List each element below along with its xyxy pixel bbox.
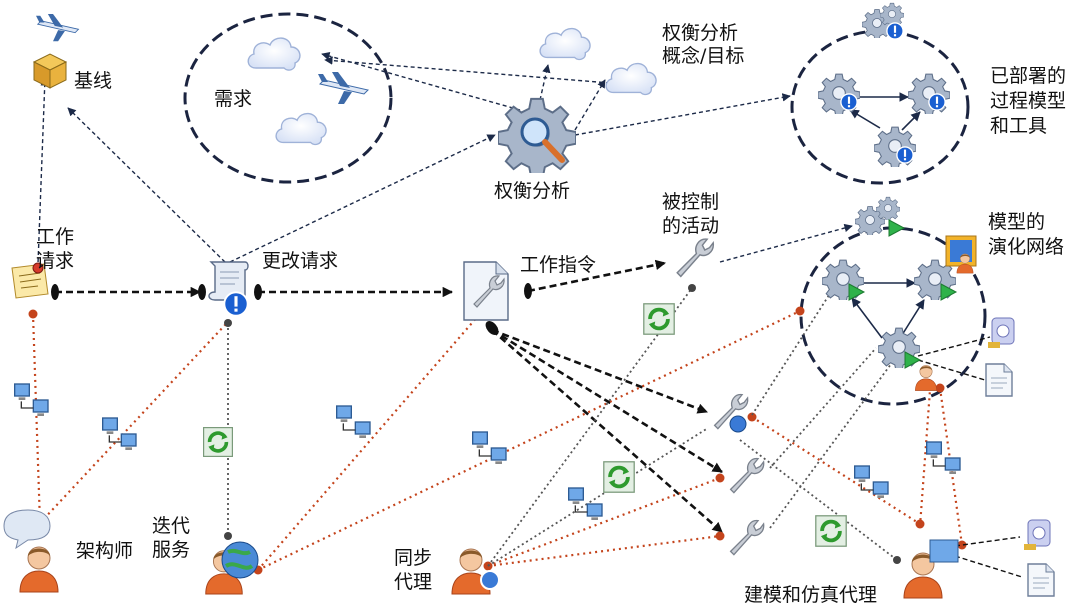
- disk-icon: [1024, 519, 1051, 551]
- doc-links: [917, 336, 1023, 578]
- alert-icon: [896, 146, 914, 164]
- dashed-arrows: [36, 52, 853, 291]
- wrench-icon: [676, 238, 715, 278]
- network-computer-icon: [335, 405, 371, 439]
- deployed-models-label: 已部署的 过程模型 和工具: [990, 65, 1067, 137]
- gear-icon: [876, 196, 900, 220]
- sync-agent-label: 同步 代理: [394, 547, 433, 593]
- network-computer-icon: [471, 431, 507, 465]
- inner-arrows: [849, 92, 925, 339]
- work-request-note-icon: [11, 262, 49, 299]
- tradeoff-concept-label: 权衡分析 概念/目标: [662, 22, 745, 67]
- network-computer-icon: [854, 465, 889, 499]
- cloud-icon: [539, 27, 591, 61]
- airplane-icon: [318, 72, 369, 104]
- network-badge-icon: [945, 235, 977, 267]
- alert-icon: [840, 93, 858, 111]
- sync-icon: [601, 459, 637, 495]
- alert-icon: [223, 291, 249, 317]
- baseline-label: 基线: [74, 70, 113, 92]
- controlled-activity-label: 被控制 的活动: [662, 191, 720, 237]
- package-box-icon: [32, 53, 68, 89]
- wrench-icon: [729, 519, 765, 556]
- wrench-icon: [729, 457, 765, 494]
- cloud-icon: [247, 37, 301, 71]
- change-request-label: 更改请求: [262, 250, 339, 272]
- architect-label: 架构师: [76, 540, 134, 562]
- tradeoff-analysis-label: 权衡分析: [494, 180, 571, 202]
- document-icon: [1027, 563, 1055, 597]
- gray-links: [227, 277, 898, 567]
- cloud-icon: [605, 62, 657, 96]
- person-icon: [915, 365, 937, 391]
- globe-icon: [729, 415, 747, 433]
- requirements-label: 需求: [214, 88, 253, 110]
- sync-icon: [641, 301, 677, 337]
- iteration-service-label: 迭代 服务: [152, 515, 191, 561]
- sync-icon: [201, 425, 235, 459]
- architect-person-icon: [19, 546, 59, 593]
- network-computer-icon: [101, 417, 137, 451]
- flow-endpoints: [51, 283, 532, 335]
- globe-icon: [221, 541, 259, 579]
- alert-icon: [886, 22, 904, 40]
- alert-icon: [928, 93, 946, 111]
- airplane-icon: [36, 14, 80, 42]
- gray-dots: [224, 284, 901, 564]
- globe-land: [224, 548, 254, 570]
- main-flow-arrows: [55, 259, 723, 533]
- refresh-icon: [480, 570, 500, 590]
- network-computer-icon: [14, 383, 49, 417]
- monitor-icon: [929, 539, 959, 563]
- gear-icon: [908, 73, 950, 114]
- cloud-icon: [275, 112, 327, 146]
- document-icon: [985, 363, 1013, 397]
- requirements-circle: [183, 12, 393, 184]
- magnifier-icon: [520, 117, 565, 163]
- work-order-document-icon: [463, 261, 509, 321]
- architect-speech-icon: [3, 509, 51, 550]
- sync-icon: [813, 513, 849, 549]
- network-computer-icon: [926, 441, 961, 475]
- disk-icon: [988, 317, 1015, 349]
- modeling-agent-label: 建模和仿真代理: [744, 584, 878, 606]
- play-icon: [888, 219, 905, 237]
- work-order-label: 工作指令: [520, 254, 597, 276]
- work-request-label: 工作 请求: [36, 226, 75, 272]
- model-network-label: 模型的 演化网络: [988, 211, 1065, 258]
